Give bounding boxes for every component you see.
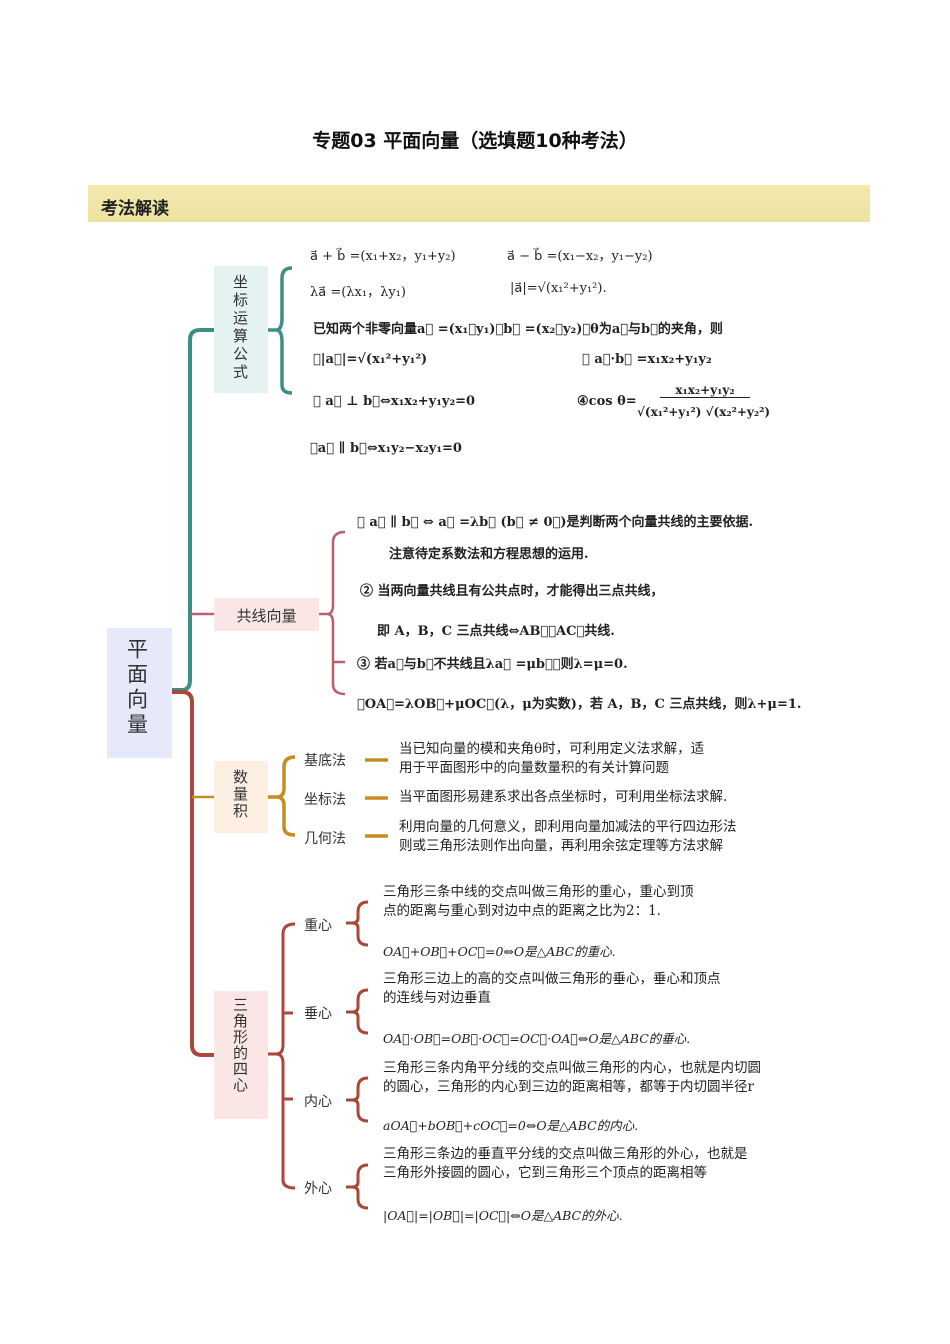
formula-item-4-denominator: √(x₁²+y₁²) √(x₂²+y₂²) bbox=[637, 405, 771, 419]
method-basis: 基底法 bbox=[304, 753, 346, 769]
formula-subtract: a⃗ − b⃗ =(x₁−x₂，y₁−y₂) bbox=[507, 249, 653, 264]
formula-item-4-prefix: ④cos θ= bbox=[577, 394, 637, 409]
formula-item-5: ⑤a⃗ ∥ b⃗⇔x₁y₂−x₂y₁=0 bbox=[310, 441, 462, 456]
formula-item-2: ② a⃗·b⃗ =x₁x₂+y₁y₂ bbox=[582, 352, 712, 367]
center-centroid: 重心 bbox=[304, 918, 332, 934]
method-coordinate-desc: 当平面图形易建系求出各点坐标时，可利用坐标法求解. bbox=[399, 789, 728, 805]
method-geometric-desc-2: 则或三角形法则作出向量，再利用余弦定理等方法求解 bbox=[399, 838, 723, 854]
branch-label: 三角形的四心 bbox=[231, 997, 249, 1093]
formula-magnitude: |a⃗|=√(x₁²+y₁²). bbox=[510, 281, 607, 296]
method-basis-desc-1: 当已知向量的模和夹角θ时，可利用定义法求解，适 bbox=[399, 741, 705, 757]
branch-dot-product: 数量积 bbox=[214, 761, 268, 833]
orthocenter-desc-1: 三角形三边上的高的交点叫做三角形的垂心，垂心和顶点 bbox=[383, 971, 721, 987]
collinear-item-1-note: 注意待定系数法和方程思想的运用. bbox=[389, 547, 589, 562]
page-title: 专题03 平面向量（选填题10种考法） bbox=[312, 130, 638, 152]
formula-item-1: ①|a⃗|=√(x₁²+y₁²) bbox=[313, 352, 428, 367]
branch-coordinate-operations: 坐标运算公式 bbox=[214, 266, 268, 393]
center-circumcenter: 外心 bbox=[304, 1181, 332, 1197]
collinear-item-3: ③ 若a⃗与b⃗不共线且λa⃗ =μb⃗，则λ=μ=0. bbox=[357, 657, 628, 672]
branch-label: 坐标运算公式 bbox=[231, 274, 249, 382]
centroid-desc-2: 点的距离与重心到对边中点的距离之比为2：1. bbox=[383, 903, 661, 919]
section-label: 考法解读 bbox=[101, 199, 169, 219]
collinear-item-2-note: 即 A，B，C 三点共线⇔AB⃗，AC⃗共线. bbox=[377, 624, 615, 639]
collinear-item-1: ① a⃗ ∥ b⃗ ⇔ a⃗ =λb⃗ (b⃗ ≠ 0⃗)是判断两个向量共线的主… bbox=[357, 515, 754, 530]
method-coordinate: 坐标法 bbox=[304, 792, 346, 808]
formula-item-3: ③ a⃗ ⊥ b⃗⇔x₁x₂+y₁y₂=0 bbox=[313, 394, 476, 409]
method-geometric: 几何法 bbox=[304, 831, 346, 847]
branch-label: 数量积 bbox=[231, 769, 249, 820]
center-orthocenter: 垂心 bbox=[304, 1006, 332, 1022]
section-header: 考法解读 bbox=[88, 185, 870, 222]
center-incenter: 内心 bbox=[304, 1094, 332, 1110]
collinear-item-4: ④OA⃗=λOB⃗+μOC⃗(λ，μ为实数)，若 A，B，C 三点共线，则λ+μ… bbox=[357, 697, 802, 712]
collinear-item-2: ② 当两向量共线且有公共点时，才能得出三点共线， bbox=[360, 584, 664, 599]
formula-add: a⃗ + b⃗ =(x₁+x₂，y₁+y₂) bbox=[310, 249, 456, 264]
branch-label: 共线向量 bbox=[236, 607, 297, 625]
formula-given: 已知两个非零向量a⃗ =(x₁，y₁)，b⃗ =(x₂，y₂)，θ为a⃗与b⃗的… bbox=[313, 322, 723, 337]
centroid-formula: OA⃗+OB⃗+OC⃗=0⇔O是△ABC的重心. bbox=[383, 944, 616, 959]
branch-collinear-vectors: 共线向量 bbox=[214, 598, 319, 631]
method-basis-desc-2: 用于平面图形中的向量数量积的有关计算问题 bbox=[399, 760, 669, 776]
incenter-formula: aOA⃗+bOB⃗+cOC⃗=0⇔O是△ABC的内心. bbox=[383, 1118, 639, 1133]
circumcenter-formula: |OA⃗|=|OB⃗|=|OC⃗|⇔O是△ABC的外心. bbox=[383, 1208, 623, 1223]
centroid-desc-1: 三角形三条中线的交点叫做三角形的重心，重心到顶 bbox=[383, 884, 694, 900]
branch-triangle-centers: 三角形的四心 bbox=[214, 991, 268, 1119]
orthocenter-desc-2: 的连线与对边垂直 bbox=[383, 990, 491, 1006]
incenter-desc-2: 的圆心，三角形的内心到三边的距离相等，都等于内切圆半径r bbox=[383, 1079, 754, 1095]
formula-item-4-numerator: x₁x₂+y₁y₂ bbox=[660, 383, 750, 398]
method-geometric-desc-1: 利用向量的几何意义，即利用向量加减法的平行四边形法 bbox=[399, 819, 737, 835]
orthocenter-formula: OA⃗·OB⃗=OB⃗·OC⃗=OC⃗·OA⃗⇔O是△ABC的垂心. bbox=[383, 1031, 691, 1046]
formula-scalar: λa⃗ =(λx₁，λy₁) bbox=[310, 285, 406, 300]
root-label: 平面向量 bbox=[124, 638, 149, 738]
root-node: 平面向量 bbox=[107, 628, 172, 758]
circumcenter-desc-2: 三角形外接圆的圆心，它到三角形三个顶点的距离相等 bbox=[383, 1165, 707, 1181]
incenter-desc-1: 三角形三条内角平分线的交点叫做三角形的内心，也就是内切圆 bbox=[383, 1060, 761, 1076]
circumcenter-desc-1: 三角形三条边的垂直平分线的交点叫做三角形的外心，也就是 bbox=[383, 1146, 748, 1162]
